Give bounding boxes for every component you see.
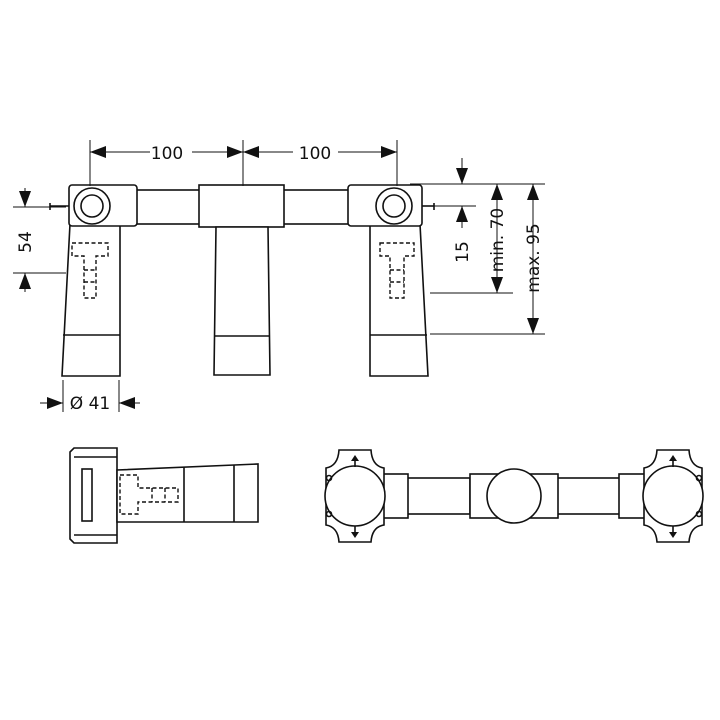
dim-spindle-depth: 15 (453, 241, 473, 263)
dim-min-depth: min. 70 (488, 208, 508, 273)
mounting-hole (695, 510, 703, 518)
arrow-up-icon (491, 184, 503, 200)
center-spout-body (213, 226, 271, 376)
front-view (49, 184, 435, 377)
arrow-right-icon (227, 146, 243, 158)
arrow-right-icon (47, 397, 63, 409)
arrow-up-icon (19, 273, 31, 289)
right-valve (347, 184, 435, 377)
arrow-up-icon (669, 455, 677, 467)
arrow-down-icon (669, 526, 677, 538)
arrow-down-icon (351, 526, 359, 538)
dim-right-spacing: 100 (299, 144, 331, 164)
dimension-lines (13, 140, 545, 412)
arrow-up-icon (527, 184, 539, 200)
arrow-right-icon (381, 146, 397, 158)
arrow-down-icon (491, 277, 503, 293)
side-view (69, 447, 259, 544)
dim-left-spacing: 100 (151, 144, 183, 164)
arrow-up-icon (351, 455, 359, 467)
arrow-left-icon (119, 397, 135, 409)
mounting-hole (695, 474, 703, 482)
arrow-down-icon (527, 318, 539, 334)
arrow-up-icon (456, 206, 468, 222)
mounting-hole (325, 474, 333, 482)
dim-max-depth: max. 95 (524, 223, 544, 292)
arrow-left-icon (243, 146, 259, 158)
arrow-left-icon (90, 146, 106, 158)
center-tee (198, 184, 285, 228)
arrow-down-icon (19, 191, 31, 207)
dim-valve-offset: 54 (16, 231, 36, 253)
top-view (324, 449, 704, 543)
mounting-hole (325, 510, 333, 518)
left-valve (49, 184, 138, 377)
dim-diameter: Ø 41 (70, 394, 110, 414)
arrow-down-icon (456, 168, 468, 184)
